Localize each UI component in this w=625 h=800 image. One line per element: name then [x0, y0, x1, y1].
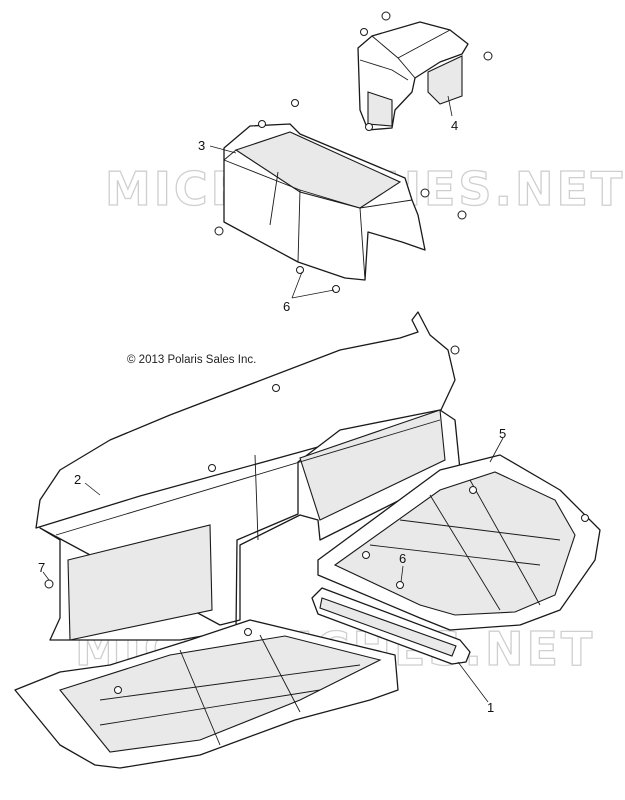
leader-lines — [42, 95, 504, 703]
part-2-front-floor-panel — [35, 311, 461, 641]
part-3-center-panel — [223, 123, 426, 281]
part-1-bracket-rail — [311, 587, 471, 665]
fasteners — [44, 11, 589, 694]
copyright-notice: © 2013 Polaris Sales Inc. — [127, 354, 257, 366]
callout-7: 7 — [38, 560, 45, 575]
callout-1: 1 — [487, 700, 494, 715]
callout-4: 4 — [451, 118, 458, 133]
left-floor-tray — [14, 619, 399, 769]
callout-3: 3 — [198, 138, 205, 153]
callout-6-upper: 6 — [283, 299, 290, 314]
right-floor-tray — [317, 454, 601, 631]
callout-6-lower: 6 — [399, 551, 406, 566]
callout-2: 2 — [74, 472, 81, 487]
callout-5: 5 — [499, 426, 506, 441]
part-4-upper-trim-panel — [357, 21, 469, 131]
